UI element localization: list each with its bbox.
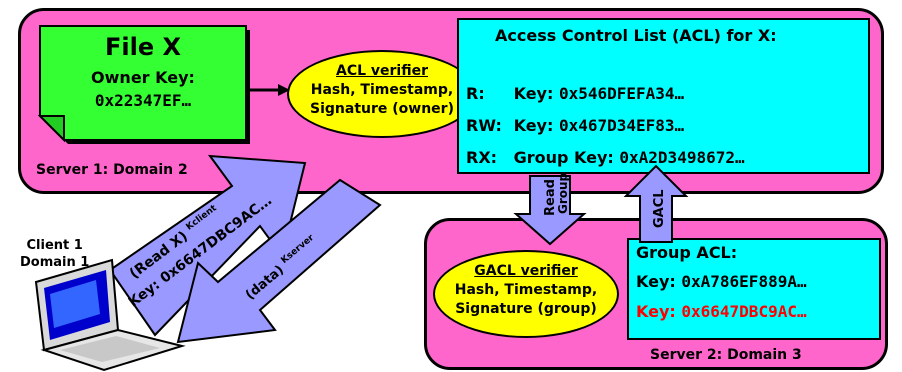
server-2-label: Server 2: Domain 3: [650, 347, 802, 363]
acl-key-label: Key:: [513, 84, 554, 103]
acl-key-value: 0xA2D3498672…: [619, 148, 745, 167]
client-name: Client 1: [26, 238, 83, 253]
group-acl-entry-1: Key: 0xA786EF889A…: [636, 272, 807, 291]
acl-box: [457, 18, 870, 174]
acl-key-label: Key:: [513, 116, 554, 135]
acl-key-value: 0x546DFEFA34…: [558, 84, 685, 103]
acl-perm: R:: [466, 84, 485, 103]
group-acl-entry-2: Key: 0x6647DBC9AC…: [636, 302, 807, 321]
group-acl-key-label: Key:: [636, 302, 676, 321]
group-acl-key-value-highlight: 0x6647DBC9AC…: [681, 302, 807, 321]
owner-key-value: 0x22347EF…: [94, 91, 192, 110]
client-domain: Domain 1: [20, 255, 90, 270]
group-acl-key-label: Key:: [636, 272, 676, 291]
gacl-verifier-title: GACL verifier: [474, 263, 578, 279]
read-group-label-2: Group: [556, 172, 570, 214]
gacl-verifier-line2: Signature (group): [455, 301, 597, 317]
acl-perm: RW:: [466, 116, 502, 135]
gacl-verifier: GACL verifier Hash, Timestamp, Signature…: [433, 250, 619, 338]
acl-verifier: ACL verifier Hash, Timestamp, Signature …: [287, 50, 477, 138]
read-group-arrow: [513, 175, 587, 246]
acl-perm: RX:: [466, 148, 498, 167]
gacl-arrow: [623, 164, 689, 243]
group-acl-key-value: 0xA786EF889A…: [681, 272, 807, 291]
client-label: Client 1 Domain 1: [20, 237, 89, 271]
acl-key-value: 0x467D34EF83…: [558, 116, 685, 135]
file-title: File X: [105, 33, 181, 61]
file-to-verifier-arrow: [248, 84, 290, 96]
laptop-icon: [34, 258, 186, 372]
acl-title: Access Control List (ACL) for X:: [495, 26, 777, 45]
gacl-arrow-label: GACL: [652, 189, 667, 228]
acl-verifier-title: ACL verifier: [335, 63, 428, 79]
acl-verifier-line2: Signature (owner): [310, 101, 454, 117]
acl-verifier-line1: Hash, Timestamp,: [310, 82, 454, 98]
acl-entry-r: R: Key: 0x546DFEFA34…: [466, 84, 684, 103]
server-1-label: Server 1: Domain 2: [36, 162, 188, 178]
response-arrow: [176, 178, 382, 344]
owner-key-label: Owner Key:: [91, 68, 195, 87]
acl-key-label: Group Key:: [513, 148, 614, 167]
gacl-verifier-line1: Hash, Timestamp,: [454, 282, 598, 298]
request-arrow: [108, 154, 307, 337]
file-note: File X Owner Key: 0x22347EF…: [40, 32, 246, 112]
group-acl-box: [627, 238, 881, 340]
acl-entry-rw: RW: Key: 0x467D34EF83…: [466, 116, 684, 135]
acl-entry-rx: RX: Group Key: 0xA2D3498672…: [466, 148, 745, 167]
file-note-shape: [38, 25, 250, 144]
group-acl-title: Group ACL:: [636, 243, 738, 262]
read-group-label-1: Read: [543, 179, 558, 216]
